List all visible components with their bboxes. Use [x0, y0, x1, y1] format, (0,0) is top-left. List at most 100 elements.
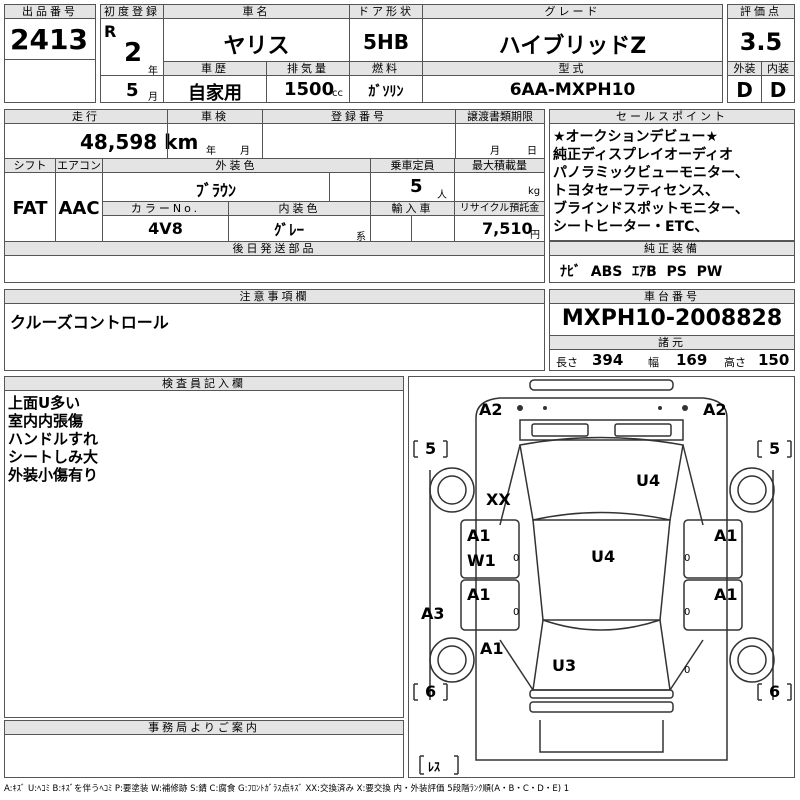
- mark-zero-3: 0: [513, 607, 520, 618]
- mark-rear-quarter-left: A1: [480, 639, 504, 658]
- inspector-text: 上面U多い 室内内張傷 ハンドルすれ シートしみ大 外装小傷有り: [8, 394, 99, 484]
- history: 自家用: [188, 83, 242, 104]
- ext-label: 外装: [727, 61, 762, 76]
- mark-front-door-left-w: W1: [467, 551, 496, 570]
- inspector-box: [4, 390, 404, 718]
- width-label: 幅: [648, 356, 659, 369]
- mark-front-left: A2: [479, 400, 503, 419]
- month-unit: 月: [148, 92, 158, 103]
- width: 169: [676, 351, 708, 369]
- mileage: 48,598 km: [80, 130, 199, 154]
- first-reg-label: 初度登録: [100, 4, 164, 19]
- mark-spare: ﾚｽ: [428, 760, 441, 774]
- mark-rear-door-left: A1: [467, 585, 491, 604]
- reg-month: 5: [126, 80, 139, 101]
- inspection-label: 車検: [167, 109, 263, 124]
- notes-label: 注意事項欄: [4, 289, 545, 304]
- mark-tire-fl: 5: [425, 439, 437, 458]
- score-label: 評価点: [727, 4, 795, 19]
- lot-no: 2413: [10, 23, 88, 56]
- shift: FAT: [12, 198, 48, 219]
- fuel: ｶﾞｿﾘﾝ: [368, 84, 404, 100]
- import-label: 輸入車: [370, 201, 455, 216]
- reg-no-cell: [262, 123, 456, 159]
- fuel-label: 燃料: [349, 61, 423, 76]
- mark-windshield: XX: [486, 490, 511, 509]
- year-unit: 年: [148, 66, 158, 77]
- color-no: 4V8: [148, 219, 183, 238]
- later-parts-cell: [4, 255, 545, 283]
- equipment-box: [549, 255, 795, 283]
- chassis-number: MXPH10-2008828: [561, 306, 783, 331]
- color-label: 外装色: [102, 158, 371, 173]
- car-name-label: 車名: [163, 4, 350, 19]
- displacement-label: 排気量: [266, 61, 350, 76]
- model: 6AA-MXPH10: [509, 80, 636, 100]
- import-cell-2: [411, 215, 455, 242]
- notes-box: [4, 303, 545, 371]
- mark-front-right: A2: [703, 400, 727, 419]
- car-name: ヤリス: [223, 34, 290, 59]
- mark-zero-4: 0: [684, 607, 691, 618]
- mark-zero-1: 0: [513, 553, 520, 564]
- sales-points-text: ★オークションデビュー★ 純正ディスプレイオーディオ パノラミックビューモニター…: [553, 129, 749, 235]
- grade: ハイブリッドZ: [498, 34, 647, 59]
- insp-month-unit: 月: [240, 146, 250, 157]
- lot-blank-cell: [4, 59, 96, 103]
- mark-rear-door-right: A1: [714, 585, 738, 604]
- length: 394: [592, 351, 624, 369]
- int-label: 内装: [761, 61, 795, 76]
- mark-roof: U4: [591, 547, 616, 566]
- mark-zero-2: 0: [684, 553, 691, 564]
- transfer-label: 譲渡書類期限: [455, 109, 545, 124]
- mark-tire-fr: 5: [769, 439, 781, 458]
- office-label: 事務局よりご案内: [4, 720, 404, 735]
- transfer-day-unit: 日: [527, 146, 537, 157]
- mark-front-door-left: A1: [467, 526, 491, 545]
- ext-score: D: [736, 78, 753, 102]
- legend: A:ｷｽﾞ U:ﾍｺﾐ B:ｷｽﾞを伴うﾍｺﾐ P:要塗装 W:補修跡 S:錆 …: [4, 784, 570, 794]
- import-cell: [370, 215, 412, 242]
- recycle: 7,510: [482, 219, 533, 238]
- door-type: 5HB: [363, 30, 409, 54]
- shift-label: シフト: [4, 158, 56, 173]
- equipment-label: 純正装備: [549, 241, 795, 256]
- capacity-unit: 人: [437, 190, 447, 201]
- score: 3.5: [739, 28, 783, 56]
- int-score-cell: [761, 75, 795, 103]
- sales-points-label: セールスポイント: [549, 109, 795, 124]
- capacity: 5: [410, 176, 423, 197]
- color: ﾌﾞﾗｳﾝ: [195, 181, 236, 200]
- model-cell: [422, 75, 723, 103]
- int-score: D: [769, 78, 787, 102]
- displacement-unit: cc: [332, 88, 343, 99]
- dims-label: 諸元: [549, 335, 795, 350]
- equipment: ﾅﾋﾞ ABS ｴｱB PS PW: [560, 264, 723, 280]
- mark-tire-rr: 6: [769, 682, 781, 701]
- sales-points-box: [549, 123, 795, 241]
- reg-no-label: 登録番号: [262, 109, 456, 124]
- height-label: 高さ: [724, 356, 746, 369]
- load-label: 最大積載量: [454, 158, 545, 173]
- insp-year-unit: 年: [206, 146, 216, 157]
- mark-zero-5: 0: [684, 665, 691, 676]
- interior-color-label: 内装色: [228, 201, 371, 216]
- inspector-label: 検査員記入欄: [4, 376, 404, 391]
- mark-hood: U4: [636, 471, 661, 490]
- interior-color: ｸﾞﾚｰ: [274, 221, 305, 239]
- mark-trunk: U3: [552, 656, 577, 675]
- ac: AAC: [58, 198, 100, 219]
- era: R: [104, 22, 117, 41]
- model-label: 型式: [422, 61, 723, 76]
- mark-rear-fender-left: A3: [421, 604, 445, 623]
- displacement: 1500: [284, 79, 335, 100]
- color-no-label: カラーNo.: [102, 201, 229, 216]
- load-unit: kg: [528, 186, 541, 197]
- recycle-unit: 円: [530, 230, 540, 241]
- later-parts-label: 後日発送部品: [4, 241, 545, 256]
- interior-color-unit: 系: [356, 232, 366, 243]
- history-label: 車歴: [163, 61, 267, 76]
- office-box: [4, 734, 404, 778]
- recycle-label: リサイクル預託金: [454, 201, 545, 216]
- ac-label: エアコン: [55, 158, 103, 173]
